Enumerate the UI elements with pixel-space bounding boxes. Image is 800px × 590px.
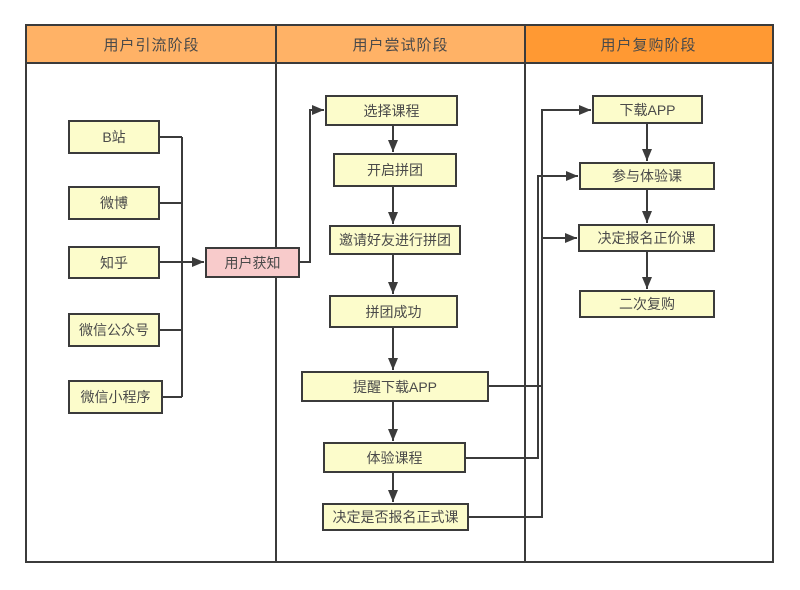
node-group-buy-success: 拼团成功 bbox=[329, 295, 458, 328]
node-remind-download-app: 提醒下载APP bbox=[301, 371, 489, 402]
node-bilibili: B站 bbox=[68, 120, 160, 154]
lane-header-repurchase: 用户复购阶段 bbox=[525, 26, 772, 64]
node-decide-enroll-formal-course: 决定是否报名正式课 bbox=[322, 503, 469, 531]
node-wechat-official-account: 微信公众号 bbox=[68, 313, 160, 347]
node-user-awareness: 用户获知 bbox=[205, 247, 300, 278]
lane-divider-2 bbox=[524, 26, 526, 561]
node-choose-course: 选择课程 bbox=[325, 95, 458, 126]
node-join-trial-course: 参与体验课 bbox=[579, 162, 715, 190]
node-decide-enroll-paid-course: 决定报名正价课 bbox=[578, 224, 715, 252]
node-start-group-buy: 开启拼团 bbox=[333, 153, 457, 187]
lane-divider-1 bbox=[275, 26, 277, 561]
node-zhihu: 知乎 bbox=[68, 246, 160, 279]
lane-header-trial: 用户尝试阶段 bbox=[276, 26, 525, 64]
node-wechat-mini-program: 微信小程序 bbox=[68, 380, 163, 414]
node-download-app: 下载APP bbox=[592, 95, 703, 124]
node-weibo: 微博 bbox=[68, 186, 160, 220]
node-invite-friends-group-buy: 邀请好友进行拼团 bbox=[329, 225, 461, 255]
node-experience-course: 体验课程 bbox=[323, 442, 466, 473]
node-second-repurchase: 二次复购 bbox=[579, 290, 715, 318]
lane-header-attract: 用户引流阶段 bbox=[27, 26, 276, 64]
